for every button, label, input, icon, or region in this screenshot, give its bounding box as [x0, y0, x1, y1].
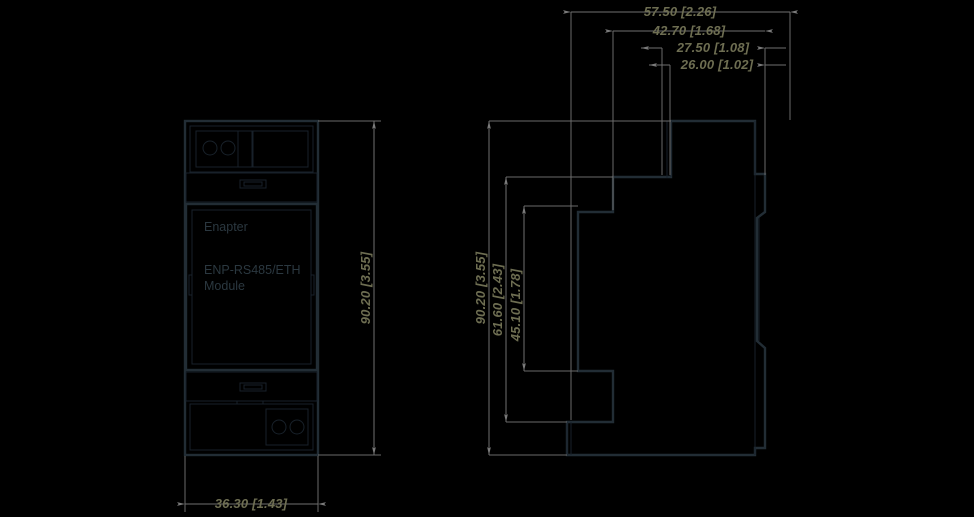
- brand-label: Enapter: [204, 220, 248, 234]
- top-terminal-outer: [189, 125, 314, 173]
- front-height-dim-text: 90.20 [3.55]: [358, 251, 373, 324]
- bottom-din-slot-inner: [243, 384, 263, 390]
- bottom-din-slot: [239, 382, 267, 392]
- bottom-terminal-right-cell: [265, 408, 309, 446]
- bottom-screw-terminal-2: [289, 419, 305, 435]
- front-width-dimension: 36.30 [1.43]: [177, 456, 326, 512]
- top-terminal-divider: [237, 130, 253, 168]
- bottom-slot-band: [185, 371, 318, 405]
- side-profile-outline: [565, 119, 767, 457]
- front-view-group: Enapter ENP-RS485/ETH Module: [183, 119, 320, 457]
- bottom-band-outline: [185, 371, 318, 402]
- top-terminal-block: [189, 125, 314, 173]
- label-clip-left: [188, 274, 193, 296]
- top-port-rect: [252, 130, 309, 168]
- bottom-screw-terminal-1: [271, 419, 287, 435]
- front-label-panel: [184, 202, 319, 372]
- side-dim2-text: 61.60 [2.43]: [490, 263, 505, 336]
- top-dim2-text: 42.70 [1.68]: [652, 23, 726, 38]
- side-vertical-dimensions: 90.20 [3.55] 61.60 [2.43] 45.10 [1.78]: [473, 120, 671, 456]
- top-band-outline: [185, 172, 318, 203]
- bottom-terminal-block: [189, 403, 314, 451]
- product-label-line2: Module: [204, 279, 245, 293]
- top-din-slot: [239, 179, 267, 189]
- top-screw-terminal-2: [220, 140, 236, 156]
- top-dim3-text: 27.50 [1.08]: [676, 40, 750, 55]
- top-slot-band: [185, 172, 318, 203]
- product-label-line1: ENP-RS485/ETH: [204, 263, 301, 277]
- top-dim1-text: 57.50 [2.26]: [644, 4, 717, 19]
- bottom-terminal-outer: [189, 403, 314, 451]
- top-horizontal-dimensions: 57.50 [2.26] 42.70 [1.68] 27.50 [1.08] 2…: [563, 4, 798, 420]
- side-view-group: [565, 119, 767, 457]
- side-dim3-text: 45.10 [1.78]: [508, 268, 523, 342]
- side-dim1-text: 90.20 [3.55]: [473, 251, 488, 324]
- top-din-slot-inner: [243, 181, 263, 187]
- top-screw-terminal-1: [202, 140, 218, 156]
- front-width-dim-text: 36.30 [1.43]: [215, 496, 288, 511]
- front-height-dimension: 90.20 [3.55]: [318, 120, 381, 456]
- top-dim4-text: 26.00 [1.02]: [680, 57, 754, 72]
- label-panel-outer: [184, 202, 319, 372]
- label-clip-right: [310, 274, 315, 296]
